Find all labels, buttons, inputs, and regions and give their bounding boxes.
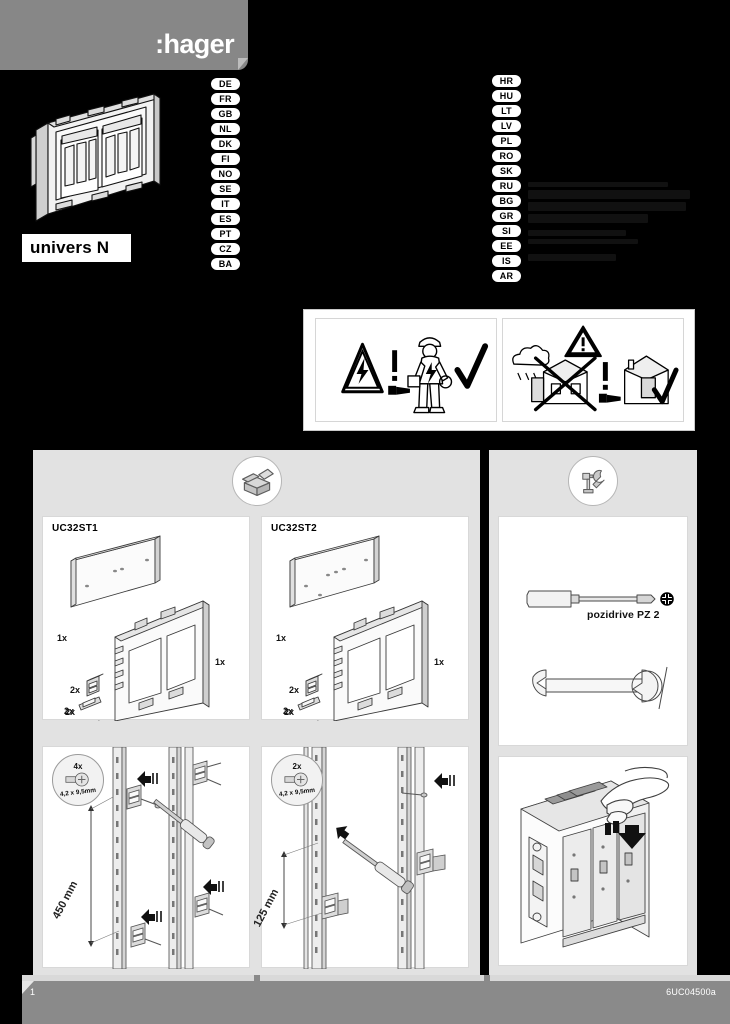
- high-voltage-triangle-icon: [340, 342, 384, 394]
- exclamation-icon: [391, 350, 397, 381]
- language-pill-cz[interactable]: CZ: [210, 242, 241, 256]
- warning-triangle-icon: [563, 325, 602, 358]
- page-number: 1: [30, 987, 36, 997]
- open-box-icon: [232, 456, 282, 506]
- package-contents-section: UC32ST1: [33, 450, 480, 975]
- language-pill-ar[interactable]: AR: [491, 269, 522, 283]
- kit-card-uc32st2: UC32ST2: [261, 516, 469, 721]
- language-column-right: HR HU LT LV PL RO SK RU BG GR SI EE IS A…: [491, 74, 522, 283]
- screw-callout-step-2: 2x 4,2 x 9,5mm: [271, 754, 323, 806]
- press-arrow-icon: [605, 821, 646, 849]
- step-card-3: [498, 756, 688, 966]
- language-pill-ro[interactable]: RO: [491, 149, 522, 163]
- language-pill-si[interactable]: SI: [491, 224, 522, 238]
- language-pill-no[interactable]: NO: [210, 167, 241, 181]
- step-card-2: 2x 4,2 x 9,5mm 125 mm: [251, 746, 469, 969]
- product-name-label: univers N: [22, 234, 132, 262]
- language-pill-gb[interactable]: GB: [210, 107, 241, 121]
- language-pill-bg[interactable]: BG: [491, 194, 522, 208]
- qty-slider1-uc32st2: 2x: [284, 707, 295, 717]
- language-pill-de[interactable]: DE: [210, 77, 241, 91]
- qty-slider2-uc32st1: 2x: [64, 706, 75, 716]
- document-code: 6UC04500a: [666, 987, 716, 997]
- electrician-figure-icon: [406, 337, 452, 414]
- language-pill-ee[interactable]: EE: [491, 239, 522, 253]
- qty-slider2-uc32st2: 2x: [283, 706, 294, 716]
- screwdriver-icon: [526, 590, 656, 608]
- check-mark-icon: [651, 367, 679, 405]
- qty-frame-uc32st1: 1x: [215, 657, 226, 667]
- step-card-1: 4x 4,2 x 9,5mm 450 mm: [42, 746, 250, 969]
- screw-callout-step-1: 4x 4,2 x 9,5mm: [52, 754, 104, 806]
- screw-qty-step-2: 2x: [292, 762, 302, 772]
- qty-backplate-uc32st1: 1x: [57, 633, 68, 643]
- header-bar: :hager: [0, 0, 248, 70]
- hager-logo: :hager: [155, 29, 235, 59]
- kit-title-uc32st2: UC32ST2: [271, 523, 318, 534]
- pointing-hand-icon: [598, 393, 621, 403]
- language-pill-hr[interactable]: HR: [491, 74, 522, 88]
- language-pill-nl[interactable]: NL: [210, 122, 241, 136]
- language-pill-hu[interactable]: HU: [491, 89, 522, 103]
- header-fold-corner: [238, 58, 248, 70]
- footer-rail: [22, 975, 730, 981]
- language-pill-se[interactable]: SE: [210, 182, 241, 196]
- qty-backplate-uc32st2: 1x: [276, 633, 287, 643]
- hammer-wrench-icon: [568, 456, 618, 506]
- kit-card-uc32st1: UC32ST1: [42, 516, 250, 721]
- language-pill-dk[interactable]: DK: [210, 137, 241, 151]
- language-pill-es[interactable]: ES: [210, 212, 241, 226]
- check-mark-icon: [453, 343, 488, 389]
- safety-warning-panel: [303, 309, 695, 431]
- language-pill-lt[interactable]: LT: [491, 104, 522, 118]
- language-pill-pt[interactable]: PT: [210, 227, 241, 241]
- safety-cell-electrical-hazard: [314, 318, 497, 422]
- tools-card: pozidrive PZ 2: [498, 516, 688, 746]
- language-pill-pl[interactable]: PL: [491, 134, 522, 148]
- qty-frame-uc32st2: 1x: [434, 657, 445, 667]
- open-end-wrench-icon: [532, 669, 663, 703]
- exclamation-icon: [602, 362, 608, 390]
- language-pill-sk[interactable]: SK: [491, 164, 522, 178]
- footer-bar: [22, 981, 730, 1024]
- hand-icon: [600, 766, 670, 825]
- language-pill-it[interactable]: IT: [210, 197, 241, 211]
- qty-bracket-uc32st1: 2x: [70, 685, 81, 695]
- screw-size-step-1: 4,2 x 9,5mm: [59, 787, 97, 799]
- cross-out-icon: [533, 356, 597, 412]
- pozidrive-tip-icon: [659, 591, 675, 607]
- dark-text-block: [528, 182, 698, 282]
- pointing-hand-icon: [387, 385, 410, 395]
- product-illustration: [26, 86, 186, 236]
- language-pill-fr[interactable]: FR: [210, 92, 241, 106]
- screw-size-step-2: 4,2 x 9,5mm: [278, 787, 316, 799]
- required-tools-section: pozidrive PZ 2: [489, 450, 697, 975]
- language-pill-lv[interactable]: LV: [491, 119, 522, 133]
- qty-bracket-uc32st2: 2x: [289, 685, 300, 695]
- kit-title-uc32st1: UC32ST1: [52, 523, 99, 534]
- safety-cell-indoor-use: [501, 318, 684, 422]
- language-pill-ba[interactable]: BA: [210, 257, 241, 271]
- language-pill-is[interactable]: IS: [491, 254, 522, 268]
- qty-slider1-uc32st1: 2x: [65, 707, 76, 717]
- language-pill-gr[interactable]: GR: [491, 209, 522, 223]
- language-pill-ru[interactable]: RU: [491, 179, 522, 193]
- footer-fold-corner: [22, 981, 34, 994]
- language-pill-fi[interactable]: FI: [210, 152, 241, 166]
- screwdriver-caption: pozidrive PZ 2: [587, 609, 660, 621]
- language-column-left: DE FR GB NL DK FI NO SE IT ES PT CZ BA: [210, 77, 241, 271]
- screw-qty-step-1: 4x: [73, 762, 83, 772]
